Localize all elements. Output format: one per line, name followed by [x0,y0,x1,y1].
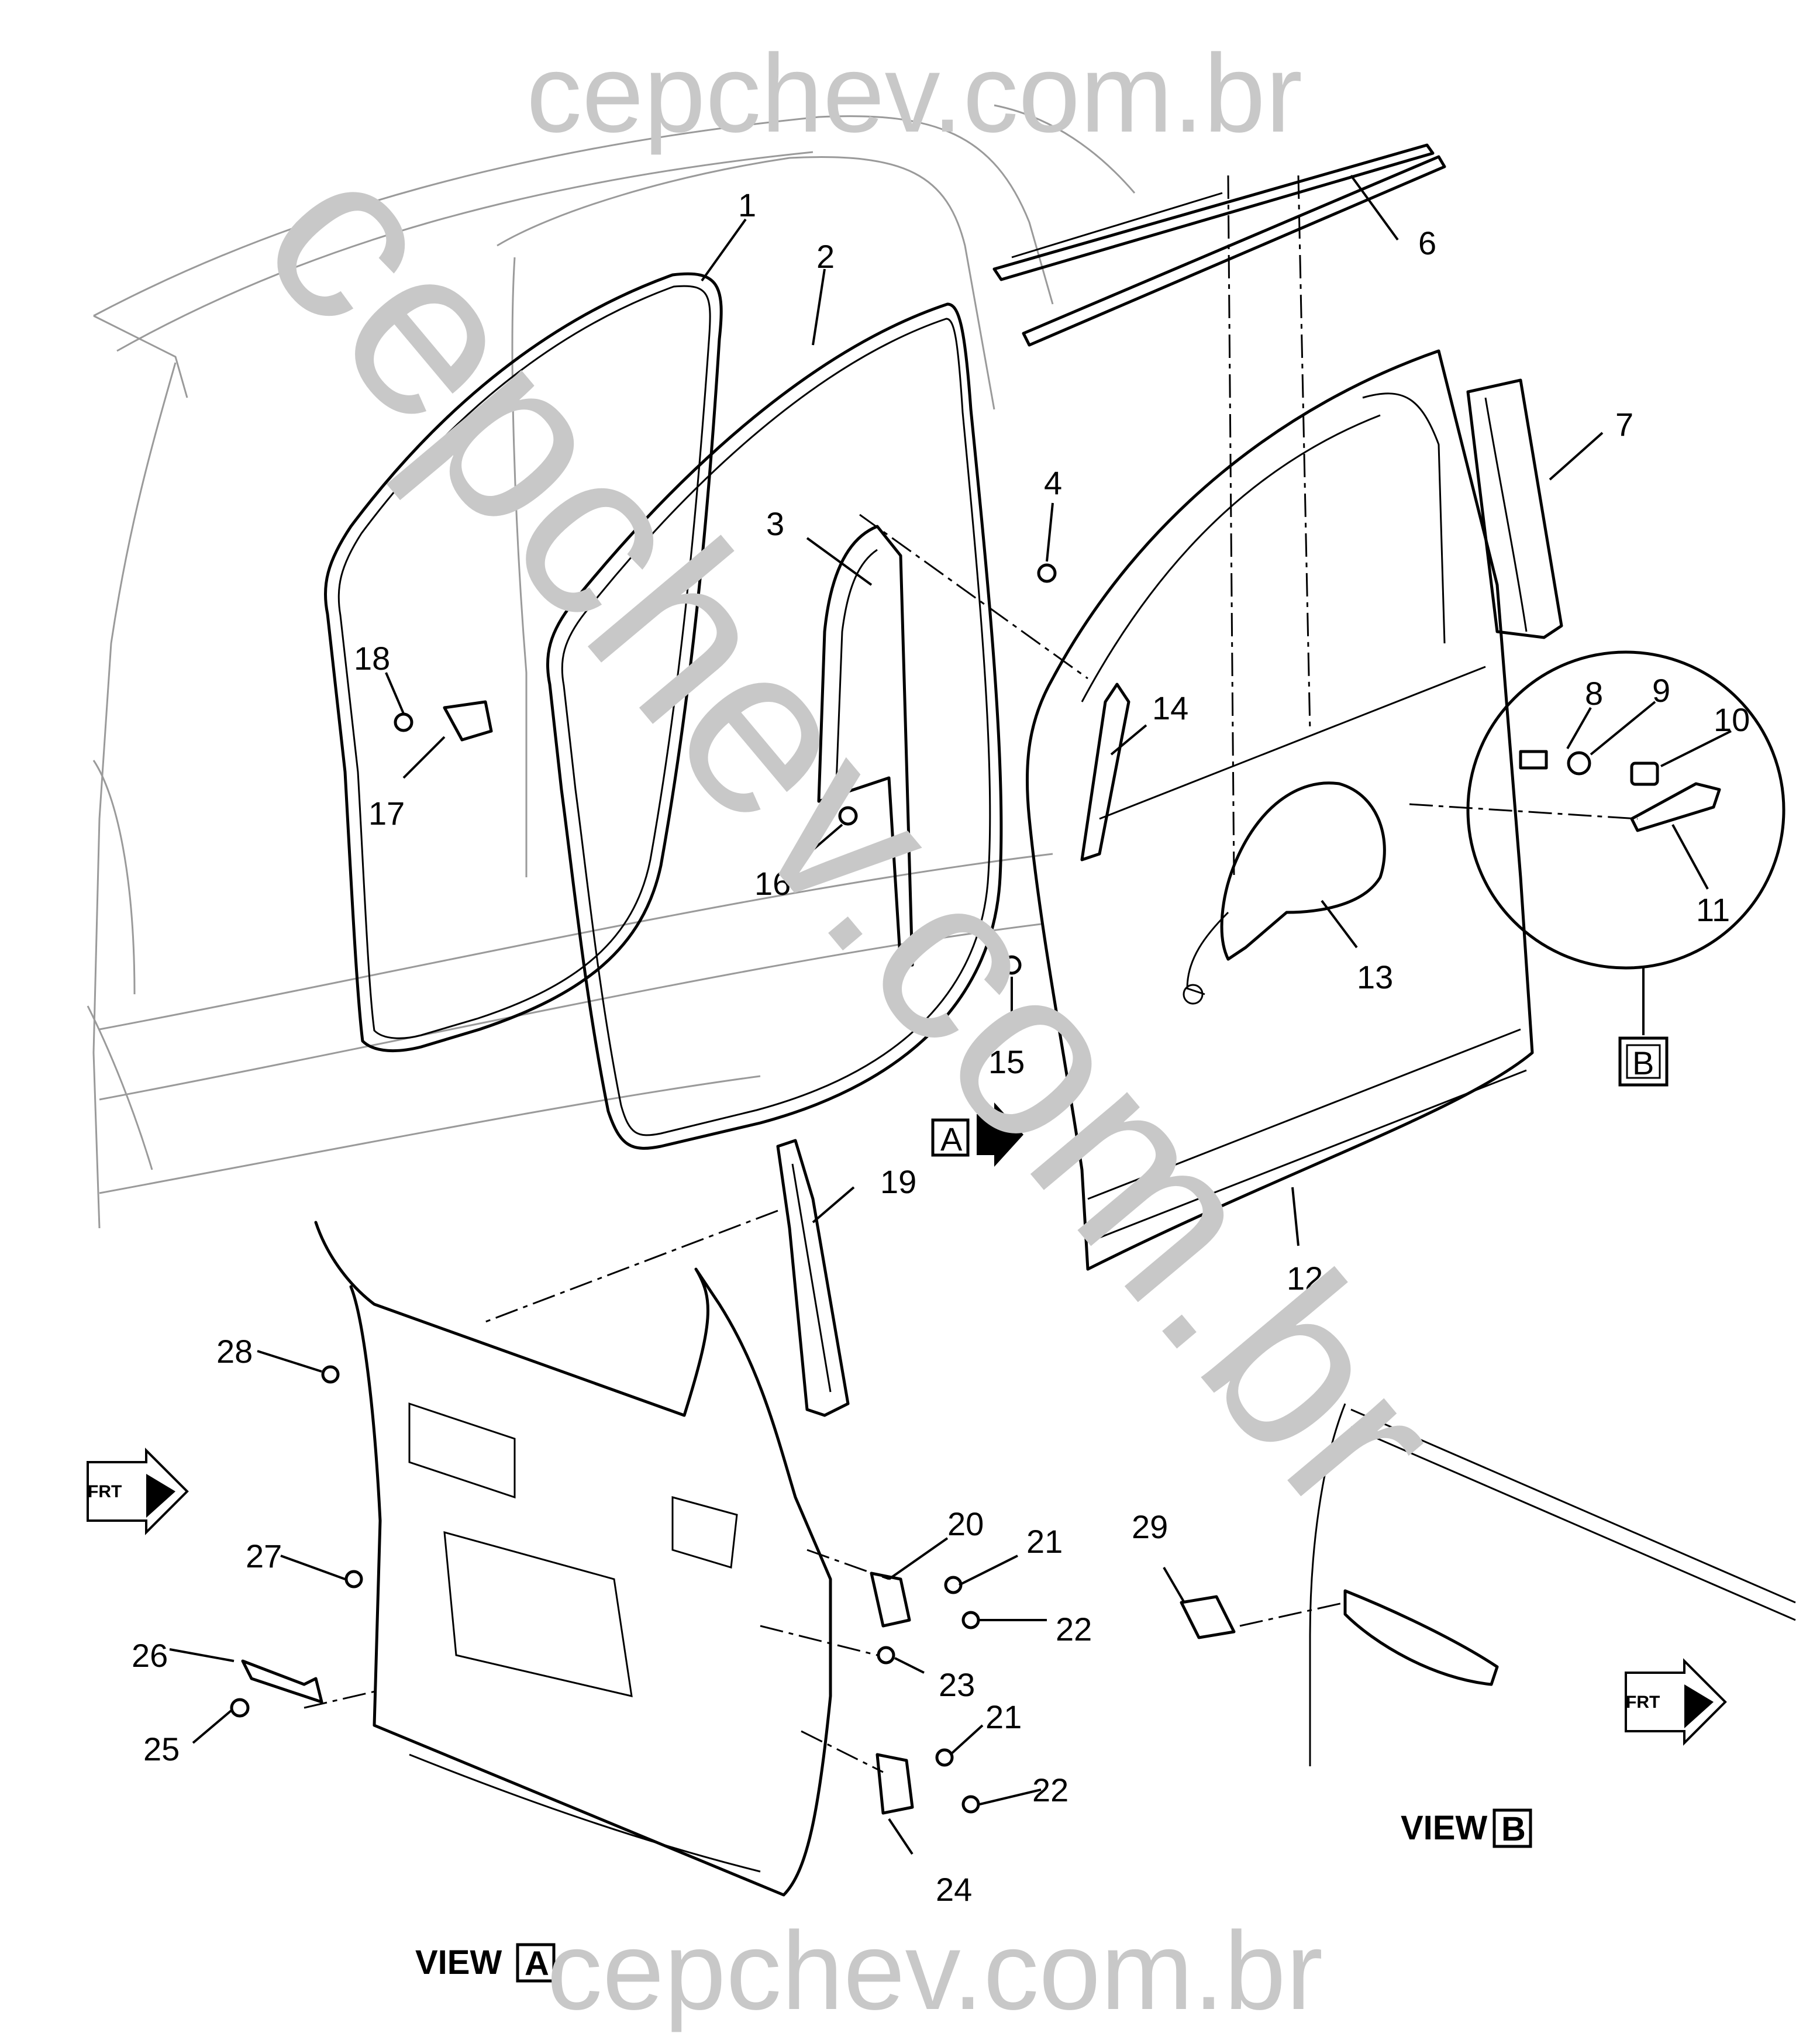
hinges [870,1572,914,1815]
part-11-handle [1630,782,1721,832]
part-16-clip [838,806,858,826]
callout-11: 11 [1696,891,1730,928]
callout-4: 4 [1044,464,1062,501]
callout-25: 25 [143,1731,180,1767]
part-21-bolt-lower [935,1748,954,1767]
leader-lines [169,174,1732,1855]
callout-10: 10 [1714,701,1750,738]
callout-18: 18 [354,640,390,677]
callout-22-lower: 22 [1032,1772,1068,1808]
view-b-handle-detail [1180,1403,1796,1766]
assembly-lines [304,175,1638,1773]
callout-29: 29 [1132,1508,1168,1545]
frt-right-label: FRT [1626,1693,1660,1712]
frt-indicator-left: FRT [87,1448,189,1535]
detail-b-marker: B [1618,1036,1669,1087]
view-a-label: VIEW A [415,1943,556,1983]
fasteners [230,563,1721,1814]
callout-22-upper: 22 [1056,1611,1092,1648]
part-28-bolt [321,1365,340,1384]
callout-23: 23 [939,1666,975,1703]
callout-1: 1 [738,187,756,223]
part-29-sensor [1180,1595,1236,1639]
callout-7: 7 [1615,406,1633,443]
callout-16: 16 [754,865,791,902]
callout-2: 2 [816,238,835,275]
part-8-gasket [1519,750,1548,770]
frt-indicator-right: FRT [1625,1658,1727,1746]
view-b-label: VIEW B [1401,1808,1532,1848]
part-1-body-weatherstrip [323,272,723,1052]
part-7-applique [1466,378,1563,639]
watermark-top: cepchev.com.br [526,32,1302,156]
callout-15: 15 [988,1043,1025,1080]
callout-21-lower: 21 [985,1698,1022,1735]
callout-20: 20 [947,1505,984,1542]
callout-labels: 1 2 3 4 6 7 8 9 10 11 12 13 14 15 16 17 … [132,187,1750,1908]
callout-9: 9 [1652,672,1670,709]
vehicle-body-outline [87,104,1136,1229]
part-3-window-channel [817,525,914,967]
callout-8: 8 [1585,675,1603,712]
part-22-bolt-lower [961,1795,980,1814]
exterior-handle [1343,1589,1499,1686]
callout-21-upper: 21 [1026,1523,1063,1560]
part-20-upper-hinge [870,1572,911,1628]
detail-b-circle [1466,650,1785,970]
callout-27: 27 [246,1538,282,1574]
part-4-screw [1037,563,1057,583]
callout-6: 6 [1418,225,1436,261]
part-13-mirror [1183,781,1386,1005]
frt-left-label: FRT [88,1482,122,1501]
callout-3: 3 [766,505,784,542]
callout-24: 24 [936,1871,972,1908]
callout-17: 17 [368,795,405,832]
callout-12: 12 [1287,1260,1323,1297]
view-a-inner-door-panel [314,1221,832,1897]
watermark-bottom: cepchev.com.br [547,1909,1323,2033]
callout-19: 19 [880,1163,916,1200]
part-21-bolt-upper [944,1576,963,1594]
view-a-letter: A [525,1945,549,1983]
part-12-front-door [1025,349,1534,1271]
part-22-bolt-upper [961,1611,980,1629]
part-26-check-link [241,1659,323,1704]
callout-13: 13 [1357,959,1393,995]
arrow-right-icon [977,1102,1023,1167]
part-14-trim-strip [1080,683,1130,862]
part-27-bolt [344,1570,363,1588]
part-6-belt-moldings [992,143,1446,347]
part-17-striker [443,700,493,742]
part-23-nut [877,1646,895,1665]
part-2-door-weatherstrip [546,302,1003,1150]
view-b-word: VIEW [1401,1809,1487,1847]
callout-26: 26 [132,1637,168,1674]
part-10-cylinder [1630,761,1659,786]
view-a-word: VIEW [415,1943,502,1982]
callout-14: 14 [1152,690,1188,726]
part-18-bolt [394,712,413,732]
part-9-cap [1567,751,1591,776]
marker-b-letter: B [1632,1045,1654,1081]
part-24-lower-hinge [875,1753,914,1815]
marker-a-letter: A [940,1121,963,1157]
part-15-grommet [1002,955,1022,975]
part-19-pillar-trim [776,1139,850,1417]
callout-28: 28 [216,1333,253,1370]
part-25-bolt [230,1698,250,1718]
view-b-letter: B [1501,1810,1526,1848]
view-a-pointer: A [931,1102,1023,1167]
watermarks: cepchev.com.br cepchev.com.br cepchev.co… [211,32,1494,2033]
